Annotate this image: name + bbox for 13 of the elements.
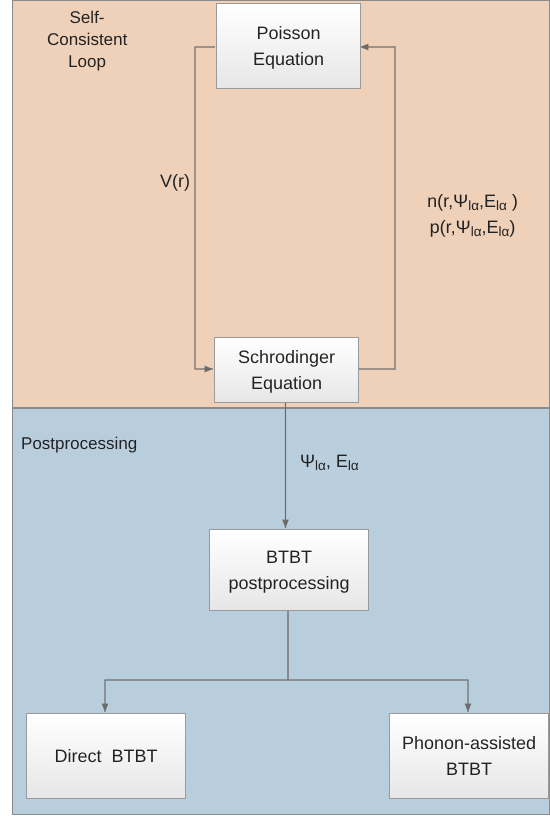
process-box: Poisson Equation [216, 3, 361, 89]
process-box: Schrodinger Equation [214, 337, 359, 403]
arrow [287, 610, 472, 712]
process-box: BTBT postprocessing [209, 529, 369, 611]
process-box: Direct BTBT [26, 713, 186, 799]
arrow [358, 44, 396, 370]
region-heading: Postprocessing [21, 433, 138, 455]
arrow [194, 46, 215, 372]
arrow [282, 402, 289, 528]
region-band [12, 408, 550, 815]
process-box: Phonon-assisted BTBT [389, 713, 549, 799]
region-band [12, 0, 550, 408]
region-heading: Self-Consistent Loop [47, 7, 127, 73]
